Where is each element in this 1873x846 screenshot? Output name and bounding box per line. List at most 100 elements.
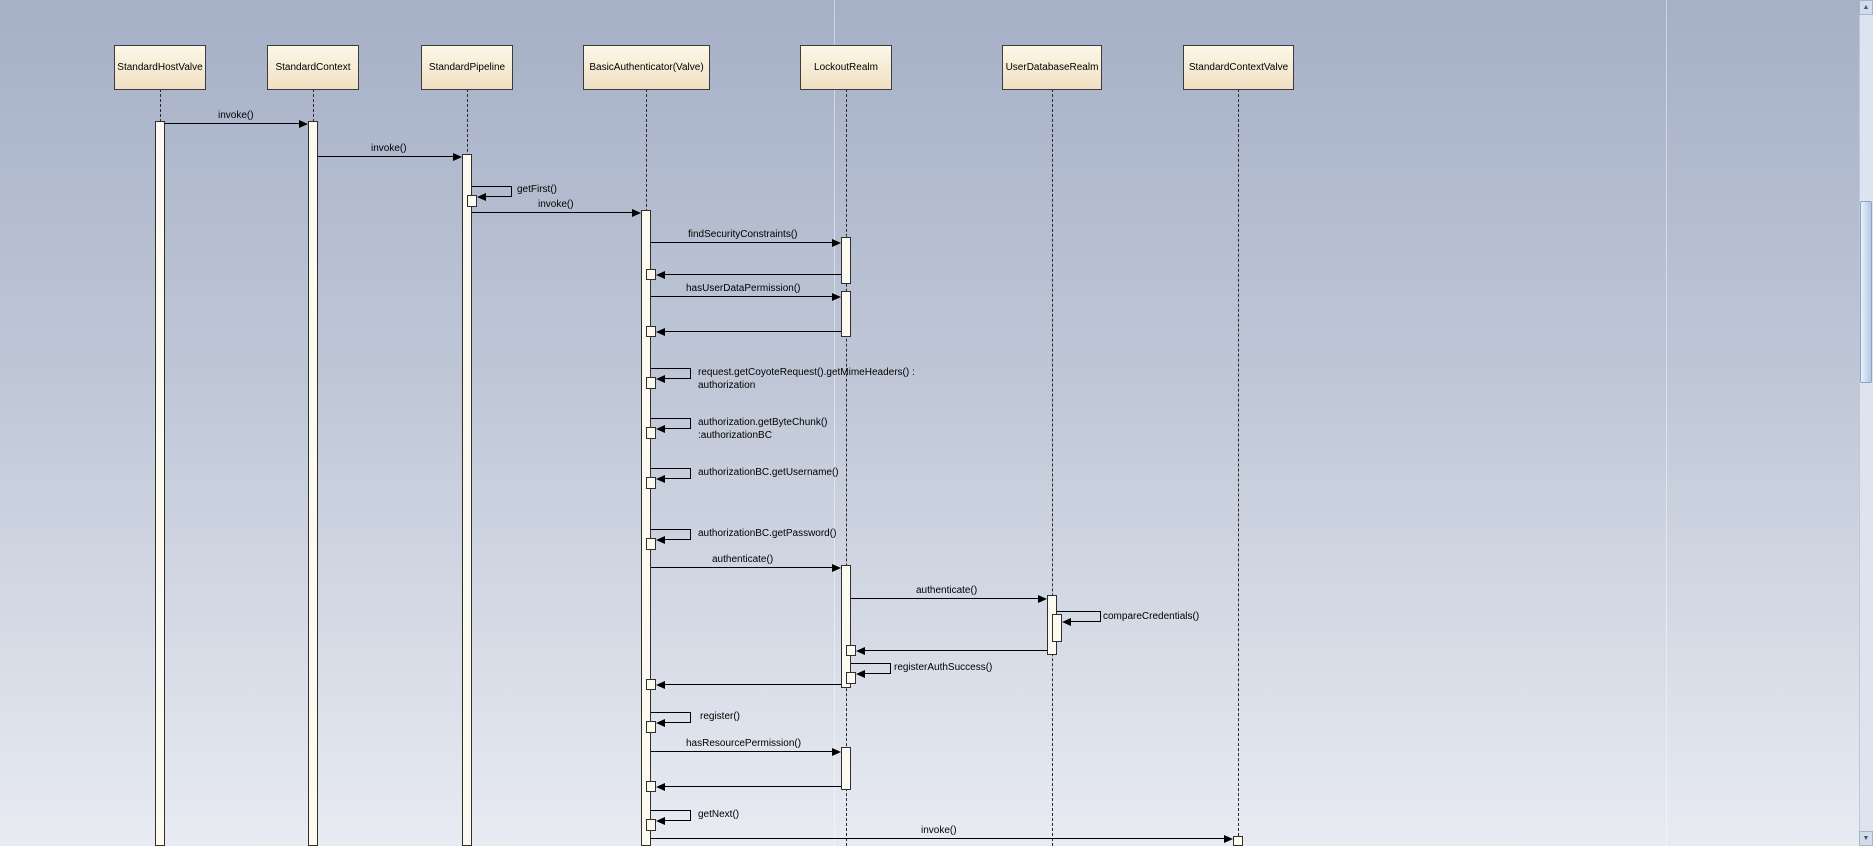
arrowhead-right-icon: [832, 564, 841, 572]
self-message-line: [651, 368, 690, 369]
vertical-scrollbar-thumb[interactable]: [1860, 201, 1872, 383]
message-label: authorization: [698, 380, 756, 391]
arrowhead-right-icon: [632, 209, 641, 217]
self-message-line: [664, 820, 690, 821]
scroll-up-button[interactable]: ▲: [1859, 0, 1873, 15]
message-label[interactable]: getFirst(): [517, 184, 557, 195]
self-message-line: [485, 196, 511, 197]
message-label[interactable]: authorizationBC.getUsername(): [698, 467, 839, 478]
participant-basicauthenticator-valve[interactable]: BasicAuthenticator(Valve): [583, 45, 710, 90]
nested-activation: [646, 538, 656, 550]
message-label[interactable]: invoke(): [371, 143, 407, 154]
message-label[interactable]: invoke(): [921, 825, 957, 836]
participant-standardcontext[interactable]: StandardContext: [267, 45, 359, 90]
message-line: [165, 123, 301, 124]
message-label[interactable]: getNext(): [698, 809, 740, 820]
participant-standardpipeline[interactable]: StandardPipeline: [421, 45, 513, 90]
self-message-line: [664, 478, 690, 479]
message-line: [472, 212, 634, 213]
message-line: [318, 156, 455, 157]
arrowhead-right-icon: [299, 120, 308, 128]
arrowhead-left-icon: [656, 475, 665, 483]
message-label[interactable]: authenticate(): [916, 585, 978, 596]
participant-userdatabaserealm[interactable]: UserDatabaseRealm: [1002, 45, 1102, 90]
arrowhead-left-icon: [656, 817, 665, 825]
nested-activation: [1052, 614, 1062, 642]
self-message-line: [664, 539, 690, 540]
nested-activation: [846, 672, 856, 684]
arrowhead-left-icon: [477, 193, 486, 201]
participant-standardcontextvalve[interactable]: StandardContextValve: [1183, 45, 1294, 90]
message-line: [651, 296, 834, 297]
return-line: [664, 274, 841, 275]
self-message-line: [690, 529, 691, 540]
message-label: :authorizationBC: [698, 430, 772, 441]
activation-bar[interactable]: [462, 154, 472, 846]
lifeline-lockoutrealm: [846, 89, 847, 846]
message-label[interactable]: registerAuthSuccess(): [894, 662, 993, 673]
message-label[interactable]: authorization.getByteChunk(): [698, 417, 828, 428]
self-message-line: [664, 378, 690, 379]
message-line: [651, 838, 1226, 839]
message-label[interactable]: hasUserDataPermission(): [686, 283, 801, 294]
self-message-line: [1100, 611, 1101, 622]
nested-activation: [646, 269, 656, 280]
arrowhead-right-icon: [832, 748, 841, 756]
message-line: [851, 598, 1040, 599]
arrowhead-left-icon: [656, 719, 665, 727]
participant-standardhostvalve[interactable]: StandardHostValve: [114, 45, 206, 90]
self-message-line: [472, 186, 511, 187]
nested-activation: [846, 645, 856, 656]
scroll-down-button[interactable]: ▼: [1859, 831, 1873, 846]
nested-activation: [646, 427, 656, 439]
message-label[interactable]: authenticate(): [712, 554, 774, 565]
message-label[interactable]: invoke(): [538, 199, 574, 210]
self-message-line: [1057, 611, 1100, 612]
message-label[interactable]: invoke(): [218, 110, 254, 121]
arrowhead-left-icon: [656, 783, 665, 791]
activation-bar[interactable]: [841, 565, 851, 688]
arrowhead-right-icon: [832, 239, 841, 247]
self-message-line: [690, 418, 691, 429]
return-line: [664, 684, 841, 685]
self-message-line: [664, 428, 690, 429]
self-message-line: [651, 418, 690, 419]
arrowhead-left-icon: [656, 425, 665, 433]
lifeline-standardcontextvalve: [1238, 89, 1239, 846]
arrowhead-left-icon: [656, 681, 665, 689]
message-line: [651, 751, 834, 752]
arrowhead-right-icon: [1038, 595, 1047, 603]
message-label[interactable]: request.getCoyoteRequest().getMimeHeader…: [698, 367, 915, 378]
vertical-scrollbar-track[interactable]: [1859, 0, 1873, 846]
nested-activation: [646, 377, 656, 389]
arrowhead-right-icon: [453, 153, 462, 161]
message-label[interactable]: register(): [700, 711, 741, 722]
message-label[interactable]: compareCredentials(): [1103, 611, 1200, 622]
self-message-line: [651, 468, 690, 469]
arrowhead-left-icon: [656, 375, 665, 383]
arrowhead-left-icon: [656, 536, 665, 544]
activation-bar[interactable]: [155, 121, 165, 846]
self-message-line: [890, 663, 891, 674]
activation-bar[interactable]: [841, 747, 851, 790]
self-message-line: [664, 722, 690, 723]
activation-bar[interactable]: [841, 237, 851, 284]
message-label[interactable]: authorizationBC.getPassword(): [698, 528, 837, 539]
arrowhead-right-icon: [1224, 835, 1233, 843]
activation-bar[interactable]: [308, 121, 318, 846]
nested-activation: [646, 326, 656, 337]
nested-activation: [646, 679, 656, 690]
nested-activation: [646, 721, 656, 733]
self-message-line: [690, 712, 691, 723]
return-line: [864, 650, 1047, 651]
message-label[interactable]: hasResourcePermission(): [686, 738, 802, 749]
return-line: [664, 786, 841, 787]
lifeline-userdatabaserealm: [1052, 89, 1053, 846]
activation-bar[interactable]: [1233, 836, 1243, 846]
self-message-line: [851, 663, 890, 664]
activation-bar[interactable]: [841, 291, 851, 337]
self-message-line: [651, 529, 690, 530]
participant-lockoutrealm[interactable]: LockoutRealm: [800, 45, 892, 90]
message-label[interactable]: findSecurityConstraints(): [688, 229, 798, 240]
activation-bar[interactable]: [641, 210, 651, 846]
